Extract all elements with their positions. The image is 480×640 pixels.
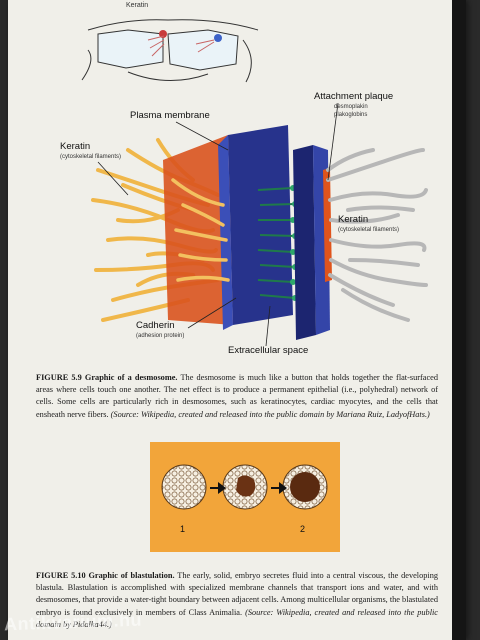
figure-5-10-title: FIGURE 5.10 Graphic of blastulation.: [36, 571, 175, 580]
book-page: Keratin: [8, 0, 466, 640]
cadherin-label: Cadherin: [136, 320, 175, 331]
figure-5-9-body: The desmosome is much like a button that…: [36, 373, 438, 419]
stage-2-label: 2: [300, 524, 306, 534]
extracellular-space-label: Extracellular space: [228, 345, 309, 356]
keratin-left-label: Keratin: [60, 141, 91, 152]
keratin-left-sub-label: (cytoskeletal filaments): [60, 154, 122, 160]
plakoglobins-label: plakoglobins: [334, 112, 368, 118]
blastulation-illustration: [161, 464, 328, 510]
keratin-right-sub-label: (cytoskeletal filaments): [338, 227, 400, 233]
attachment-plaque-label: Attachment plaque: [314, 91, 394, 102]
cadherin-sub-label: (adhesion protein): [136, 333, 185, 339]
top-keratin-label: Keratin: [126, 2, 149, 9]
figure-5-10-body: The early, solid, embryo secretes fluid …: [36, 571, 438, 617]
leader-lines: [97, 102, 339, 347]
plasma-membrane-label: Plasma membrane: [130, 110, 210, 121]
figure-5-9-source: (Source: Wikipedia, created and released…: [110, 409, 430, 419]
stage-1-label: 1: [180, 524, 186, 534]
cell-sketch-diagram: [81, 19, 259, 83]
page-edge-shadow: [452, 0, 466, 640]
desmoplakin-label: desmoplakin: [334, 104, 368, 110]
figure-5-9-title: FIGURE 5.9 Graphic of a desmosome.: [36, 373, 178, 382]
figure-5-10-caption: FIGURE 5.10 Graphic of blastulation. The…: [36, 570, 438, 631]
figure-5-9-caption: FIGURE 5.9 Graphic of a desmosome. The d…: [36, 372, 438, 421]
desmosome-illustration: [91, 125, 428, 340]
figure-5-10-source: (Source: Wikipedia, created and released…: [36, 607, 438, 629]
blastulation-panel: 1 2: [150, 442, 340, 552]
keratin-right-label: Keratin: [338, 214, 369, 225]
